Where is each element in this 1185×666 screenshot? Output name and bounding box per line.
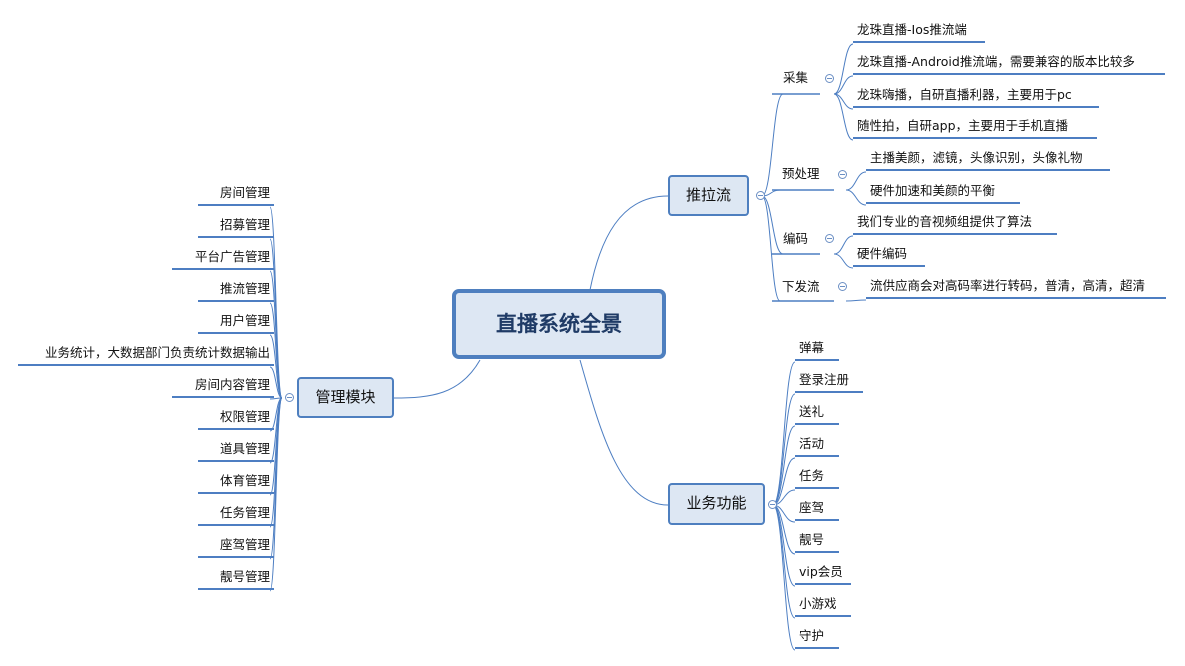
branch-push-pull-stream[interactable]: 推拉流 bbox=[668, 175, 749, 216]
root-to-push-line bbox=[589, 195, 669, 291]
admin-item[interactable]: 招募管理 bbox=[198, 217, 274, 238]
business-line bbox=[772, 504, 796, 651]
collapse-toggle-icon[interactable] bbox=[756, 191, 765, 200]
business-item[interactable]: 活动 bbox=[795, 436, 839, 457]
encode-item[interactable]: 硬件编码 bbox=[853, 246, 925, 267]
group-capture[interactable]: 采集 bbox=[783, 70, 809, 85]
business-item[interactable]: 弹幕 bbox=[795, 340, 839, 361]
business-line bbox=[772, 393, 796, 506]
root-to-admin-line bbox=[393, 359, 481, 399]
push-group-line bbox=[761, 93, 784, 197]
collapse-toggle-icon[interactable] bbox=[825, 234, 834, 243]
admin-item[interactable]: 座驾管理 bbox=[198, 537, 274, 558]
group-encode[interactable]: 编码 bbox=[783, 231, 809, 246]
business-item[interactable]: vip会员 bbox=[795, 564, 851, 585]
business-item[interactable]: 守护 bbox=[795, 628, 839, 649]
collapse-toggle-icon[interactable] bbox=[825, 74, 834, 83]
admin-item[interactable]: 业务统计，大数据部门负责统计数据输出 bbox=[18, 345, 274, 366]
encode-line bbox=[833, 235, 854, 255]
admin-item[interactable]: 任务管理 bbox=[198, 505, 274, 526]
collapse-toggle-icon[interactable] bbox=[838, 170, 847, 179]
preprocess-line bbox=[845, 189, 867, 206]
admin-line bbox=[269, 334, 283, 399]
distribute-item[interactable]: 流供应商会对高码率进行转码，普清，高清，超清 bbox=[866, 278, 1166, 299]
business-item[interactable]: 靓号 bbox=[795, 532, 839, 553]
admin-line bbox=[269, 397, 283, 592]
collapse-toggle-icon[interactable] bbox=[768, 500, 777, 509]
admin-item[interactable]: 房间管理 bbox=[198, 185, 274, 206]
push-group-line bbox=[761, 195, 784, 255]
admin-item[interactable]: 权限管理 bbox=[198, 409, 274, 430]
collapse-toggle-icon[interactable] bbox=[838, 282, 847, 291]
encode-line bbox=[833, 253, 854, 269]
preprocess-line bbox=[845, 171, 867, 191]
business-item[interactable]: 送礼 bbox=[795, 404, 839, 425]
business-item[interactable]: 任务 bbox=[795, 468, 839, 489]
business-item[interactable]: 登录注册 bbox=[795, 372, 863, 393]
capture-item[interactable]: 龙珠嗨播，自研直播利器，主要用于pc bbox=[853, 87, 1099, 108]
branch-business-features[interactable]: 业务功能 bbox=[668, 483, 765, 525]
capture-item[interactable]: 龙珠直播-Ios推流端 bbox=[853, 22, 985, 43]
distribute-line bbox=[845, 299, 867, 302]
encode-item[interactable]: 我们专业的音视频组提供了算法 bbox=[853, 214, 1057, 235]
admin-item[interactable]: 推流管理 bbox=[198, 281, 274, 302]
business-line bbox=[772, 361, 796, 506]
business-item[interactable]: 座驾 bbox=[795, 500, 839, 521]
group-distribute[interactable]: 下发流 bbox=[782, 279, 820, 294]
capture-line bbox=[833, 93, 854, 141]
root-to-business-line bbox=[579, 359, 669, 506]
admin-item[interactable]: 平台广告管理 bbox=[172, 249, 274, 270]
capture-line bbox=[833, 43, 854, 95]
preprocess-item[interactable]: 主播美颜，滤镜，头像识别，头像礼物 bbox=[866, 150, 1110, 171]
admin-item[interactable]: 房间内容管理 bbox=[172, 377, 274, 398]
admin-item[interactable]: 道具管理 bbox=[198, 441, 274, 462]
capture-item[interactable]: 龙珠直播-Android推流端，需要兼容的版本比较多 bbox=[853, 54, 1165, 75]
branch-admin-module[interactable]: 管理模块 bbox=[297, 377, 394, 418]
capture-line bbox=[833, 75, 854, 95]
root-node[interactable]: 直播系统全景 bbox=[452, 289, 666, 359]
admin-line bbox=[269, 366, 283, 399]
admin-item[interactable]: 用户管理 bbox=[198, 313, 274, 334]
admin-item[interactable]: 体育管理 bbox=[198, 473, 274, 494]
admin-item[interactable]: 靓号管理 bbox=[198, 569, 274, 590]
push-group-line bbox=[761, 195, 781, 302]
collapse-toggle-icon[interactable] bbox=[285, 393, 294, 402]
preprocess-item[interactable]: 硬件加速和美颜的平衡 bbox=[866, 183, 1020, 204]
capture-item[interactable]: 随性拍，自研app，主要用于手机直播 bbox=[853, 118, 1097, 139]
business-line bbox=[772, 504, 796, 619]
business-item[interactable]: 小游戏 bbox=[795, 596, 851, 617]
group-preprocess[interactable]: 预处理 bbox=[782, 166, 820, 181]
